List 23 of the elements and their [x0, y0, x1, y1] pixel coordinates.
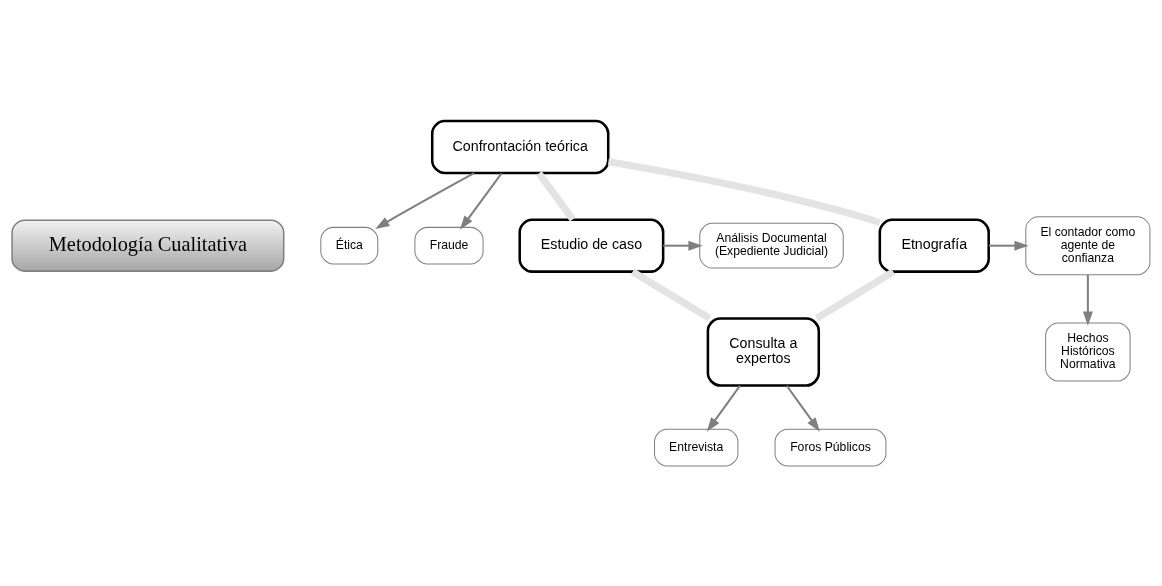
node-box: Hechos Históricos Normativa	[1045, 322, 1131, 381]
arrow	[786, 384, 820, 432]
connector	[630, 268, 712, 321]
node-box: Confrontación teórica	[430, 119, 610, 174]
node-box: Consulta a expertos	[706, 316, 821, 387]
node-box: Foros Públicos	[774, 428, 887, 466]
node-box: Etnografía	[878, 218, 990, 273]
node-box: El contador como agente de confianza	[1025, 215, 1151, 275]
node-box: Metodología Cualitativa	[11, 219, 285, 272]
connector	[815, 268, 896, 321]
arrow	[706, 384, 741, 432]
arrow	[663, 240, 703, 251]
arrow	[459, 172, 503, 230]
node-box: Análisis Documental (Expediente Judicial)	[699, 222, 844, 269]
arrow	[1082, 274, 1093, 326]
connector	[607, 157, 881, 226]
connector	[536, 170, 576, 222]
arrow	[988, 240, 1029, 251]
arrow	[375, 171, 475, 229]
node-box: Entrevista	[654, 428, 739, 466]
node-box: Ética	[320, 226, 379, 264]
node-box: Fraude	[414, 226, 484, 264]
node-box: Estudio de caso	[518, 218, 665, 273]
